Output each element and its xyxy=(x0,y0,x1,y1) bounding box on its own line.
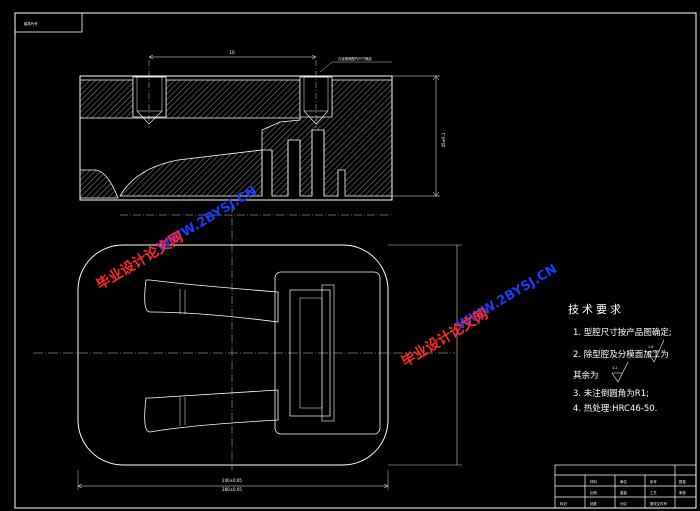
roughness-symbol-2 xyxy=(611,361,629,383)
section-hatched-body xyxy=(79,79,393,197)
roughness-value-1: 1.6 xyxy=(648,345,653,349)
watermarks: WWW.2BYSJ.CN 毕业设计论文网 WWW.2BYSJ.CN 毕业设计论文… xyxy=(93,184,560,371)
tb-cell-3: 数量 xyxy=(679,479,686,484)
title-tag-box: 模具代号 xyxy=(14,12,83,33)
tech-item-1: 1. 型腔尺寸按产品图确定; xyxy=(573,327,672,338)
tb-cell-10: 分区 xyxy=(620,501,627,506)
section-view: 45±0.1 10 孔径按照配作尺寸确定 xyxy=(79,50,446,201)
plan-width-label: 240±0.05 xyxy=(222,478,242,483)
tech-item-3: 3. 未注倒圆角为R1; xyxy=(573,388,649,399)
plan-outer-outline xyxy=(77,244,389,466)
tb-cell-6: 工艺 xyxy=(650,490,657,495)
roughness-symbol-1 xyxy=(647,339,665,363)
slider-block xyxy=(274,271,381,435)
watermark-red-2: 毕业设计论文网 xyxy=(398,305,491,370)
tb-cell-4: 比例 xyxy=(590,490,597,495)
tech-requirements-title: 技术要求 xyxy=(568,303,624,316)
tb-cell-1: 单位 xyxy=(620,479,627,484)
watermark-red-1: 毕业设计论文网 xyxy=(93,228,186,293)
tb-cell-11: 更改文件号 xyxy=(650,501,668,506)
roughness-value-2: 3.2 xyxy=(612,366,617,370)
tb-cell-7: 审核 xyxy=(679,490,686,495)
upper-cavity-finger xyxy=(144,279,279,323)
title-block-texts: 材料 单位 序号 数量 比例 重量 工艺 审核 标记 处数 分区 更改文件号 xyxy=(560,479,686,506)
lower-cavity-finger xyxy=(144,389,279,433)
tech-item-2b: 其余为 xyxy=(573,370,599,381)
side-dimension-label: 45±0.1 xyxy=(441,132,446,147)
tech-requirements: 技术要求 1. 型腔尺寸按产品图确定; 2. 除型腔及分模面加工为 其余为 3.… xyxy=(568,303,672,414)
tb-cell-9: 处数 xyxy=(590,501,597,506)
tb-cell-0: 材料 xyxy=(590,479,597,484)
plan-view: 240±0.05 280±0.05 xyxy=(33,244,462,492)
tb-cell-5: 重量 xyxy=(620,490,627,495)
title-tag-text: 模具代号 xyxy=(24,21,38,26)
drawing-border xyxy=(14,12,697,509)
tb-cell-8: 标记 xyxy=(560,501,567,506)
tb-cell-2: 序号 xyxy=(650,479,657,484)
tech-item-2: 2. 除型腔及分模面加工为 xyxy=(573,349,669,360)
tech-item-4: 4. 热处理:HRC46-50. xyxy=(573,403,657,414)
top-dimension-label: 10 xyxy=(229,50,235,55)
title-block xyxy=(554,464,697,509)
plan-width-label-2: 280±0.05 xyxy=(222,487,242,492)
top-dimension-note: 孔径按照配作尺寸确定 xyxy=(338,56,373,61)
